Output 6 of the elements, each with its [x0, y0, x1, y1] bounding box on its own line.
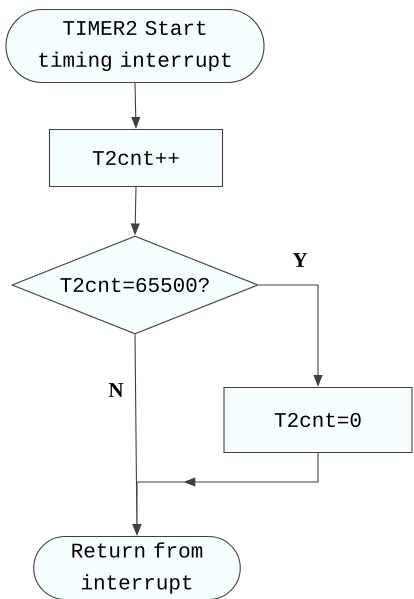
terminal: Return from interrupt — [33, 536, 241, 599]
edge-label: Y — [292, 253, 308, 267]
process-box: T2cnt=0 — [223, 386, 413, 454]
edge-label: N — [108, 383, 124, 397]
terminal: TIMER2 Start timing interrupt — [5, 8, 265, 84]
process-box: T2cnt++ — [48, 128, 224, 188]
